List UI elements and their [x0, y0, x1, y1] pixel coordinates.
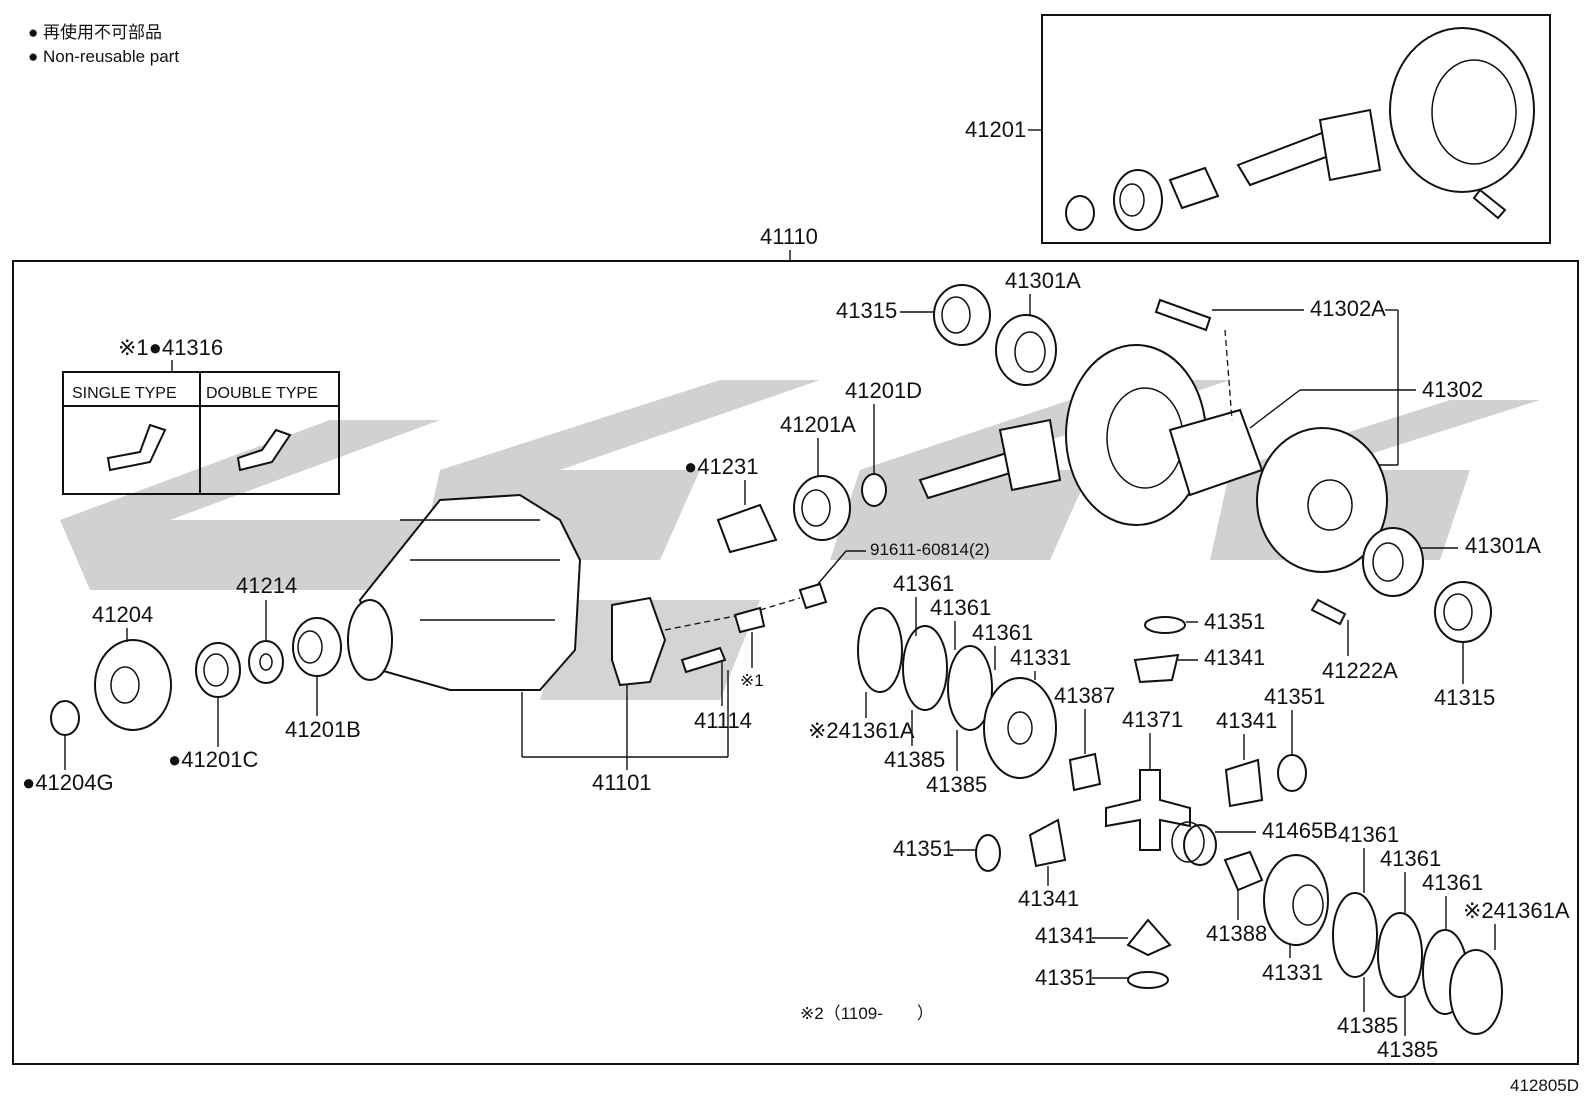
- label-41302: 41302: [1422, 377, 1483, 402]
- label-41351-c: 41351: [893, 836, 954, 861]
- label-41201D: 41201D: [845, 378, 922, 403]
- drawing-number: 412805D: [1510, 1076, 1579, 1095]
- label-41361-e: 41361: [1380, 846, 1441, 871]
- label-41222A: 41222A: [1322, 658, 1398, 683]
- label-41361-b: 41361: [930, 595, 991, 620]
- assembly-frame-41110: [12, 260, 1579, 1065]
- race-41301A-top: 41301A: [995, 268, 1081, 386]
- lock-plate-x1: ※1: [733, 606, 766, 690]
- ring-gear-diff-case-drawing: [1065, 298, 1264, 526]
- label-41315-top: 41315: [836, 298, 897, 323]
- label-41231: ●41231: [684, 454, 758, 479]
- footnote-x2: ※2（1109- ）: [800, 1004, 934, 1023]
- label-41341-d: 41341: [1035, 923, 1096, 948]
- label-41465B: 41465B: [1262, 818, 1338, 843]
- label-41201A: 41201A: [780, 412, 856, 437]
- part-41388: 41388: [1206, 850, 1267, 946]
- race-41301A-right: 41301A: [1362, 527, 1541, 597]
- label-41301A-top: 41301A: [1005, 268, 1081, 293]
- label-41388: 41388: [1206, 921, 1267, 946]
- legend-line-jp: ● 再使用不可部品: [28, 22, 162, 42]
- single-type-label: SINGLE TYPE: [72, 385, 177, 402]
- spacer-41231: ●41231: [684, 454, 778, 554]
- pinion-shaft-41371: 41371: [1105, 707, 1191, 851]
- label-41110: 41110: [760, 224, 818, 249]
- label-41114: 41114: [694, 708, 752, 733]
- label-41315-right: 41315: [1434, 685, 1495, 710]
- bearing-cap-41101: 41101: [592, 596, 741, 795]
- label-41351-a: 41351: [1204, 609, 1265, 634]
- label-41385-d: 41385: [1377, 1037, 1438, 1062]
- oil-seal-41201C: ●41201C: [168, 642, 258, 772]
- bearing-41315-right: 41315: [1434, 581, 1495, 710]
- label-41361A-b: ※241361A: [1463, 898, 1570, 923]
- label-41341-b: 41341: [1216, 708, 1277, 733]
- legend-line-en: ● Non-reusable part: [28, 47, 179, 66]
- diff-case-41302: 41302: [1249, 377, 1483, 573]
- label-41316: ※1●41316: [118, 335, 223, 360]
- washer-41201D: 41201D: [845, 378, 922, 507]
- ring-gear-set-drawing: [1065, 27, 1535, 231]
- legend: ● 再使用不可部品 ● Non-reusable part: [28, 22, 179, 66]
- gear-stack-left: 41361 41361 41361 41331 ※241361A 41385 4…: [808, 571, 1071, 797]
- bearing-41315-top: 41315: [836, 284, 991, 346]
- bolt-41222A: 41222A: [1310, 598, 1398, 683]
- carrier-housing-drawing: [347, 493, 729, 758]
- inset-table-41316: ※1●41316 SINGLE TYPE DOUBLE TYPE: [62, 335, 340, 495]
- bearing-41201A: 41201A: [780, 412, 856, 541]
- label-41201: 41201: [965, 117, 1026, 142]
- label-x1: ※1: [740, 671, 764, 690]
- label-41361-d: 41361: [1338, 822, 1399, 847]
- label-41351-d: 41351: [1035, 965, 1096, 990]
- label-41385-b: 41385: [926, 772, 987, 797]
- part-41387: 41387: [1054, 683, 1115, 792]
- label-41302A: 41302A: [1310, 296, 1386, 321]
- label-41387: 41387: [1054, 683, 1115, 708]
- label-41331-a: 41331: [1010, 645, 1071, 670]
- inset-frame-41201: [1041, 14, 1551, 244]
- label-41201B: 41201B: [285, 717, 361, 742]
- label-41301A-right: 41301A: [1465, 533, 1541, 558]
- drive-pinion-drawing: [918, 418, 1062, 500]
- label-41351-b: 41351: [1264, 684, 1325, 709]
- washer-41214: 41214: [236, 573, 297, 684]
- label-41361-f: 41361: [1422, 870, 1483, 895]
- label-41361-c: 41361: [972, 620, 1033, 645]
- label-41341-c: 41341: [1018, 886, 1079, 911]
- label-41361-a: 41361: [893, 571, 954, 596]
- label-41214: 41214: [236, 573, 297, 598]
- double-type-label: DOUBLE TYPE: [206, 385, 318, 402]
- bearing-41201B: 41201B: [285, 617, 361, 742]
- spring-41465B: 41465B: [1171, 818, 1338, 866]
- label-41331-b: 41331: [1262, 960, 1323, 985]
- label-41361A-a: ※241361A: [808, 718, 915, 743]
- companion-flange-41204: 41204: [92, 602, 172, 731]
- label-41101: 41101: [592, 770, 652, 795]
- label-41341-a: 41341: [1204, 645, 1265, 670]
- label-41385-c: 41385: [1337, 1013, 1398, 1038]
- bolt-91611: 91611-60814(2): [759, 540, 990, 611]
- pinion-washers-middle: 41351 41341 41341 41351 41351 41341 4134…: [893, 609, 1325, 990]
- label-41204: 41204: [92, 602, 153, 627]
- label-41204G: ●41204G: [22, 770, 114, 795]
- bolt-41114: 41114: [680, 646, 752, 733]
- label-91611: 91611-60814(2): [870, 540, 990, 559]
- nut-41204G: ●41204G: [22, 700, 114, 795]
- label-41201C: ●41201C: [168, 747, 258, 772]
- gear-stack-right: 41331 41361 41361 41361 ※241361A 41385 4…: [1262, 822, 1570, 1062]
- label-41385-a: 41385: [884, 747, 945, 772]
- label-41371: 41371: [1122, 707, 1183, 732]
